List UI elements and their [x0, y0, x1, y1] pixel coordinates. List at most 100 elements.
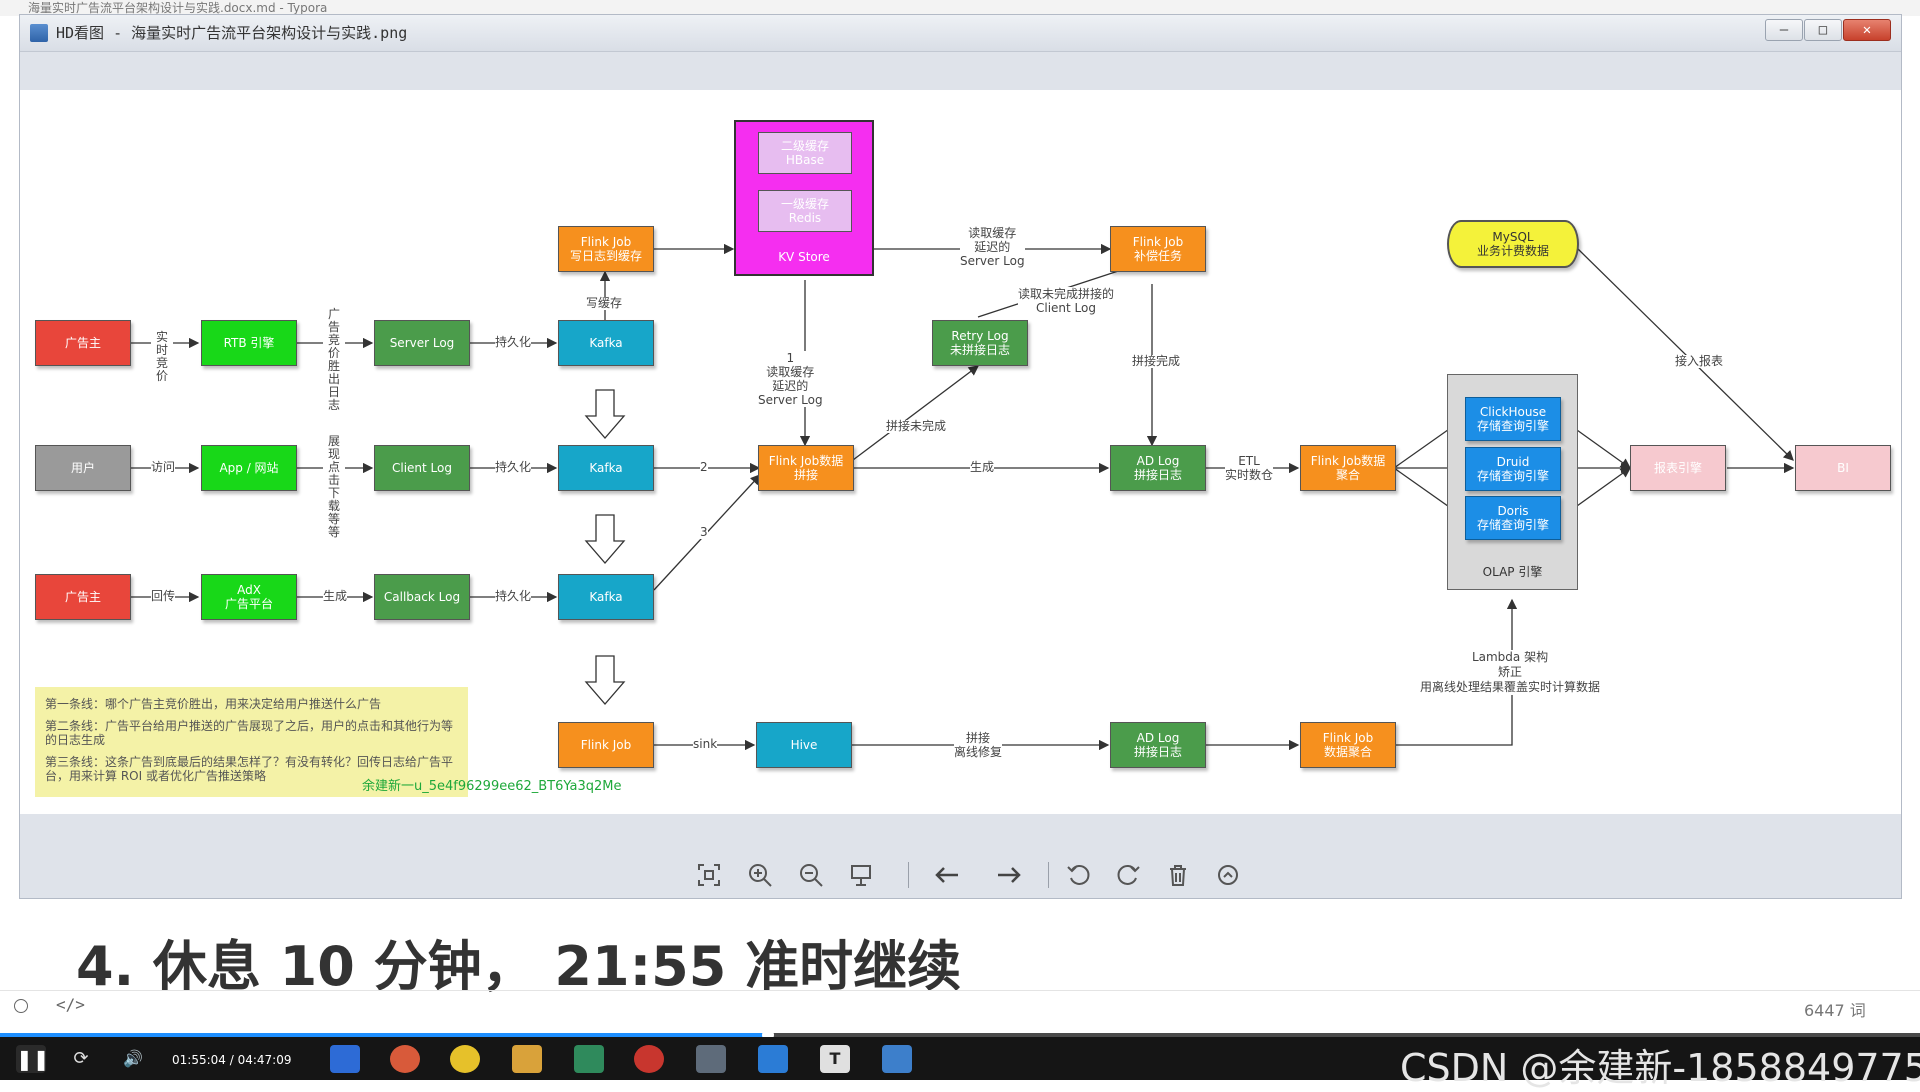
viewer-toolbar: [20, 850, 1901, 898]
label-visit: 访问: [151, 460, 176, 474]
redis-line1: 一级缓存: [780, 197, 829, 211]
label-etl: ETL 实时数仓: [1225, 454, 1274, 482]
hbase-cache-cell: 二级缓存 HBase: [758, 132, 852, 174]
olap-title: OLAP 引擎: [1482, 565, 1543, 579]
image-app-icon: [30, 24, 48, 42]
callback-log-node: Callback Log: [374, 574, 470, 620]
arrow-left-icon[interactable]: [932, 860, 962, 890]
video-time: 01:55:04 / 04:47:09: [172, 1053, 292, 1067]
flink-bottom-agg-line1: Flink Job: [1322, 731, 1374, 745]
flink-join-node: Flink Job数据 拼接: [758, 445, 854, 491]
label-lambda-c: 用离线处理结果覆盖实时计算数据: [1420, 680, 1601, 694]
vm-app-icon[interactable]: [574, 1045, 604, 1073]
note-line-3: 第三条线：这条广告到底最后的结果怎样了？有没有转化？回传日志给广告平台，用来计算…: [45, 755, 454, 783]
label-sink: sink: [693, 737, 718, 751]
advertiser-node-1: 广告主: [35, 320, 131, 366]
video-progress-fill: [0, 1033, 768, 1037]
circle-icon[interactable]: [14, 999, 28, 1013]
flink-agg-line1: Flink Job数据: [1310, 454, 1386, 468]
rotate-left-icon[interactable]: [1064, 860, 1094, 890]
volume-icon[interactable]: 🔊: [123, 1049, 143, 1068]
word-count: 6447 词: [1804, 1001, 1866, 1020]
image-viewer-app-icon[interactable]: [882, 1045, 912, 1073]
mysql-billing-node: MySQL 业务计费数据: [1447, 220, 1579, 268]
background-editor-title: 海量实时广告流平台架构设计与实践.docx.md - Typora: [28, 1, 328, 15]
kv-store-label: KV Store: [778, 250, 830, 264]
ad-log-bottom-line2: 拼接日志: [1133, 745, 1182, 759]
ad-log-node: AD Log 拼接日志: [1110, 445, 1206, 491]
label-persist-3: 持久化: [495, 589, 532, 603]
label-read-unjoined: 读取未完成拼接的 Client Log: [1018, 287, 1115, 315]
druid-line2: 存储查询引擎: [1476, 469, 1549, 483]
video-watermark: 余建新一u_5e4f96299ee62_BT6Ya3q2Me: [362, 779, 622, 794]
minimize-button[interactable]: –: [1765, 19, 1803, 41]
background-editor-titlebar: 海量实时广告流平台架构设计与实践.docx.md - Typora: [0, 0, 1920, 16]
server-log-node: Server Log: [374, 320, 470, 366]
flink-agg-line2: 聚合: [1335, 468, 1360, 482]
ad-log-bottom-node: AD Log 拼接日志: [1110, 722, 1206, 768]
source-code-icon[interactable]: </>: [56, 995, 85, 1014]
toolbar-divider-2: [1048, 862, 1049, 888]
adx-line1: AdX: [237, 583, 261, 597]
adx-platform-node: AdX 广告平台: [201, 574, 297, 620]
refresh-icon[interactable]: ⟳: [73, 1048, 89, 1069]
label-lambda-b: 矫正: [1498, 665, 1523, 679]
search-app-icon[interactable]: [330, 1045, 360, 1073]
chevron-up-icon[interactable]: [1213, 860, 1243, 890]
label-read-cache-num: 1: [786, 351, 795, 365]
flink-cache-writer-node: Flink Job 写日志到缓存: [558, 226, 654, 272]
flink-cache-line2: 写日志到缓存: [569, 249, 642, 263]
clickhouse-line2: 存储查询引擎: [1476, 419, 1549, 433]
note-line-2: 第二条线：广告平台给用户推送的广告展现了之后，用户的点击和其他行为等的日志生成: [45, 719, 454, 747]
flink-agg-node: Flink Job数据 聚合: [1300, 445, 1396, 491]
taskbar: ❚❚ ⟳ 🔊 01:55:04 / 04:47:09 T CSDN @余建新-1…: [0, 1037, 1920, 1090]
advertiser-node-2: 广告主: [35, 574, 131, 620]
viewer-titlebar[interactable]: HD看图 - 海量实时广告流平台架构设计与实践.png – □ ✕: [20, 15, 1901, 52]
doris-line1: Doris: [1497, 504, 1529, 518]
label-read-unjoined-b: Client Log: [1036, 301, 1096, 315]
label-offline-fix: 拼接 离线修复: [954, 731, 1003, 759]
label-impressions: 展现点击下载等等: [323, 435, 345, 539]
rtb-engine-node: RTB 引擎: [201, 320, 297, 366]
redis-line2: Redis: [788, 211, 822, 225]
flink-retry-line2: 补偿任务: [1133, 249, 1182, 263]
slideshow-icon[interactable]: [846, 860, 876, 890]
typora-app-icon[interactable]: T: [820, 1045, 850, 1073]
druid-line1: Druid: [1496, 455, 1530, 469]
image-viewer-window: HD看图 - 海量实时广告流平台架构设计与实践.png – □ ✕: [19, 14, 1902, 899]
flink-bottom-agg-node: Flink Job 数据聚合: [1300, 722, 1396, 768]
label-read-cache-1: 1 读取缓存 延迟的 Server Log: [758, 351, 823, 407]
chrome-app-icon[interactable]: [450, 1045, 480, 1073]
image-canvas[interactable]: 广告主 实时竞价 RTB 引擎 广告竞价胜出日志 Server Log 持久化 …: [20, 90, 1901, 814]
label-lambda: Lambda 架构 矫正 用离线处理结果覆盖实时计算数据: [1420, 650, 1601, 695]
rotate-right-icon[interactable]: [1113, 860, 1143, 890]
report-engine-node: 报表引擎: [1630, 445, 1726, 491]
label-callback: 回传: [151, 589, 176, 603]
zoom-in-icon[interactable]: [745, 860, 775, 890]
label-path-2: 2: [700, 460, 708, 474]
music-app-icon[interactable]: [634, 1045, 664, 1073]
edge-app-icon[interactable]: [758, 1045, 788, 1073]
maximize-button[interactable]: □: [1804, 19, 1842, 41]
flink-retry-line1: Flink Job: [1132, 235, 1184, 249]
adx-line2: 广告平台: [224, 597, 273, 611]
label-bid-win-log: 广告竞价胜出日志: [323, 308, 345, 412]
browser-app-icon[interactable]: [390, 1045, 420, 1073]
label-generate: 生成: [970, 460, 995, 474]
document-heading: 4. 休息 10 分钟， 21:55 准时继续: [76, 935, 962, 998]
close-button[interactable]: ✕: [1843, 19, 1891, 41]
label-realtime-bid: 实时竞价: [151, 331, 173, 383]
arrow-right-icon[interactable]: [994, 860, 1024, 890]
label-read-cache-top-c: Server Log: [960, 254, 1025, 268]
label-join-done: 拼接完成: [1132, 354, 1181, 368]
files-app-icon[interactable]: [696, 1045, 726, 1073]
bi-node: BI: [1795, 445, 1891, 491]
zoom-out-icon[interactable]: [796, 860, 826, 890]
label-persist-1: 持久化: [495, 335, 532, 349]
fit-screen-icon[interactable]: [694, 860, 724, 890]
clickhouse-node: ClickHouse 存储查询引擎: [1465, 397, 1561, 441]
kv-store-node: 二级缓存 HBase 一级缓存 Redis KV Store: [734, 120, 874, 276]
pause-icon[interactable]: ❚❚: [16, 1045, 50, 1073]
folder-app-icon[interactable]: [512, 1045, 542, 1073]
trash-icon[interactable]: [1163, 860, 1193, 890]
